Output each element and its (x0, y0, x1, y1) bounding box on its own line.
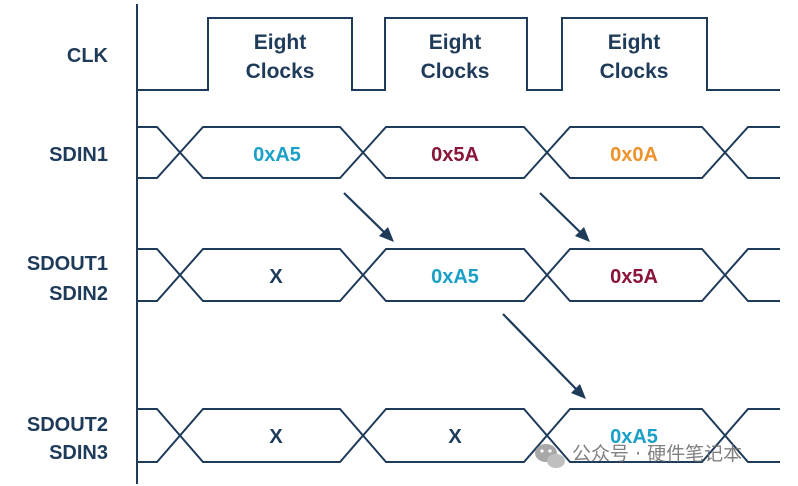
sdout2-value-2: X (448, 426, 462, 448)
label-sdin3: SDIN3 (49, 442, 108, 464)
sdout1-value-1: X (269, 266, 283, 288)
shift-arrow-2 (539, 192, 590, 242)
watermark-text: 公众号 · 硬件笔记本 (572, 443, 742, 465)
shift-arrow-1 (343, 192, 394, 242)
sdout2-sdin3-bus (137, 408, 780, 463)
clk-pulse-3-line1: Eight (608, 31, 661, 54)
sdout1-sdin2-bus (137, 248, 780, 302)
clk-waveform (137, 17, 780, 91)
clk-pulse-2-line1: Eight (429, 31, 482, 54)
label-clk: CLK (67, 45, 109, 67)
sdin1-value-3: 0x0A (610, 144, 658, 166)
label-sdout1: SDOUT1 (27, 253, 108, 275)
clk-pulse-1-line1: Eight (254, 31, 307, 54)
clk-pulse-1-line2: Clocks (246, 60, 315, 83)
sdin1-value-1: 0xA5 (253, 144, 301, 166)
label-sdin1: SDIN1 (49, 144, 108, 166)
label-sdin2: SDIN2 (49, 283, 108, 305)
shift-arrow-3 (502, 313, 586, 399)
label-sdout2: SDOUT2 (27, 414, 108, 436)
sdin1-value-2: 0x5A (431, 144, 479, 166)
clk-pulse-2-line2: Clocks (421, 60, 490, 83)
sdout2-value-3: 0xA5 (610, 426, 658, 448)
sdin1-bus (137, 126, 780, 179)
sdout1-value-3: 0x5A (610, 266, 658, 288)
watermark: 公众号 · 硬件笔记本 (535, 443, 742, 468)
wechat-icon (535, 444, 565, 468)
clk-pulse-3-line2: Clocks (600, 60, 669, 83)
sdout2-value-1: X (269, 426, 283, 448)
sdout1-value-2: 0xA5 (431, 266, 479, 288)
